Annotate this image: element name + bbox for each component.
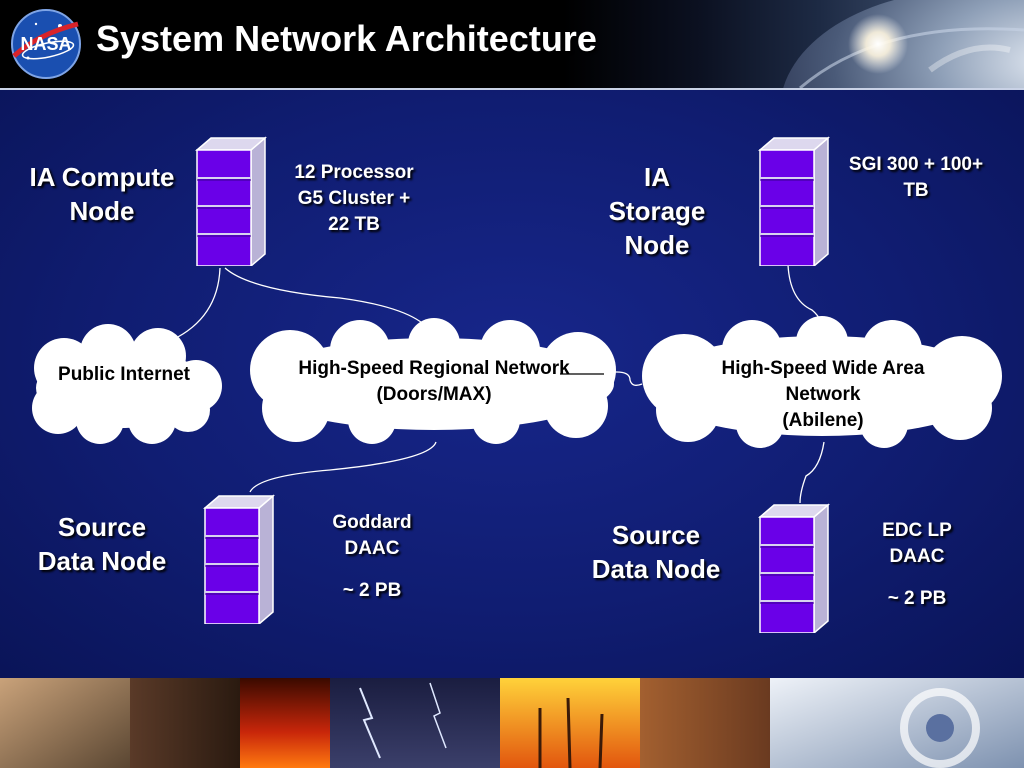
- ia-compute-spec: 12 Processor G5 Cluster + 22 TB: [294, 162, 414, 235]
- wide-area-network-name: High-Speed Wide Area Network: [721, 358, 925, 405]
- edc-lp-daac-size: ~ 2 PB: [887, 588, 947, 609]
- page-title: System Network Architecture: [96, 18, 597, 59]
- public-internet-label: Public Internet: [58, 364, 190, 385]
- cloud-wide-area-network: [642, 316, 1002, 448]
- cloud-public-internet: [32, 324, 222, 444]
- wide-area-network-label: High-Speed Wide Area Network (Abilene): [692, 356, 954, 434]
- source-data-node-right-label: Source Data Node: [591, 520, 721, 584]
- nasa-logo: NASA: [11, 9, 81, 79]
- regional-network-name: High-Speed Regional Network: [298, 358, 570, 379]
- server-icon-source-left: [204, 495, 274, 624]
- header-divider: [0, 88, 1024, 90]
- goddard-daac-size: ~ 2 PB: [342, 580, 402, 601]
- goddard-daac-label: Goddard DAAC: [332, 512, 412, 559]
- header-bar: NASA System Network Architecture: [0, 0, 1024, 88]
- footer-photo-strip: [0, 678, 1024, 768]
- server-icon-ia-storage: [759, 137, 829, 266]
- link-compute-public: [171, 267, 221, 341]
- wide-area-network-sub: (Abilene): [782, 410, 864, 431]
- server-icon-source-right: [759, 504, 829, 633]
- cloud-regional-network: [250, 318, 616, 444]
- ia-compute-node-label: IA Compute Node: [29, 162, 175, 226]
- link-compute-regional: [224, 267, 437, 344]
- edc-lp-daac-label: EDC LP DAAC: [882, 520, 952, 567]
- link-wide-source: [799, 441, 825, 504]
- regional-network-label: High-Speed Regional Network (Doors/MAX): [262, 356, 606, 408]
- regional-network-sub: (Doors/MAX): [376, 384, 492, 405]
- planet-image: [783, 0, 1024, 88]
- server-icon-ia-compute: [196, 137, 266, 266]
- nasa-logo-text: NASA: [20, 34, 71, 54]
- link-regional-source: [249, 441, 437, 493]
- ia-storage-spec: SGI 300 + 100+ TB: [848, 154, 984, 201]
- source-data-node-left-label: Source Data Node: [37, 512, 167, 576]
- ia-storage-node-label: IA Storage Node: [608, 162, 706, 260]
